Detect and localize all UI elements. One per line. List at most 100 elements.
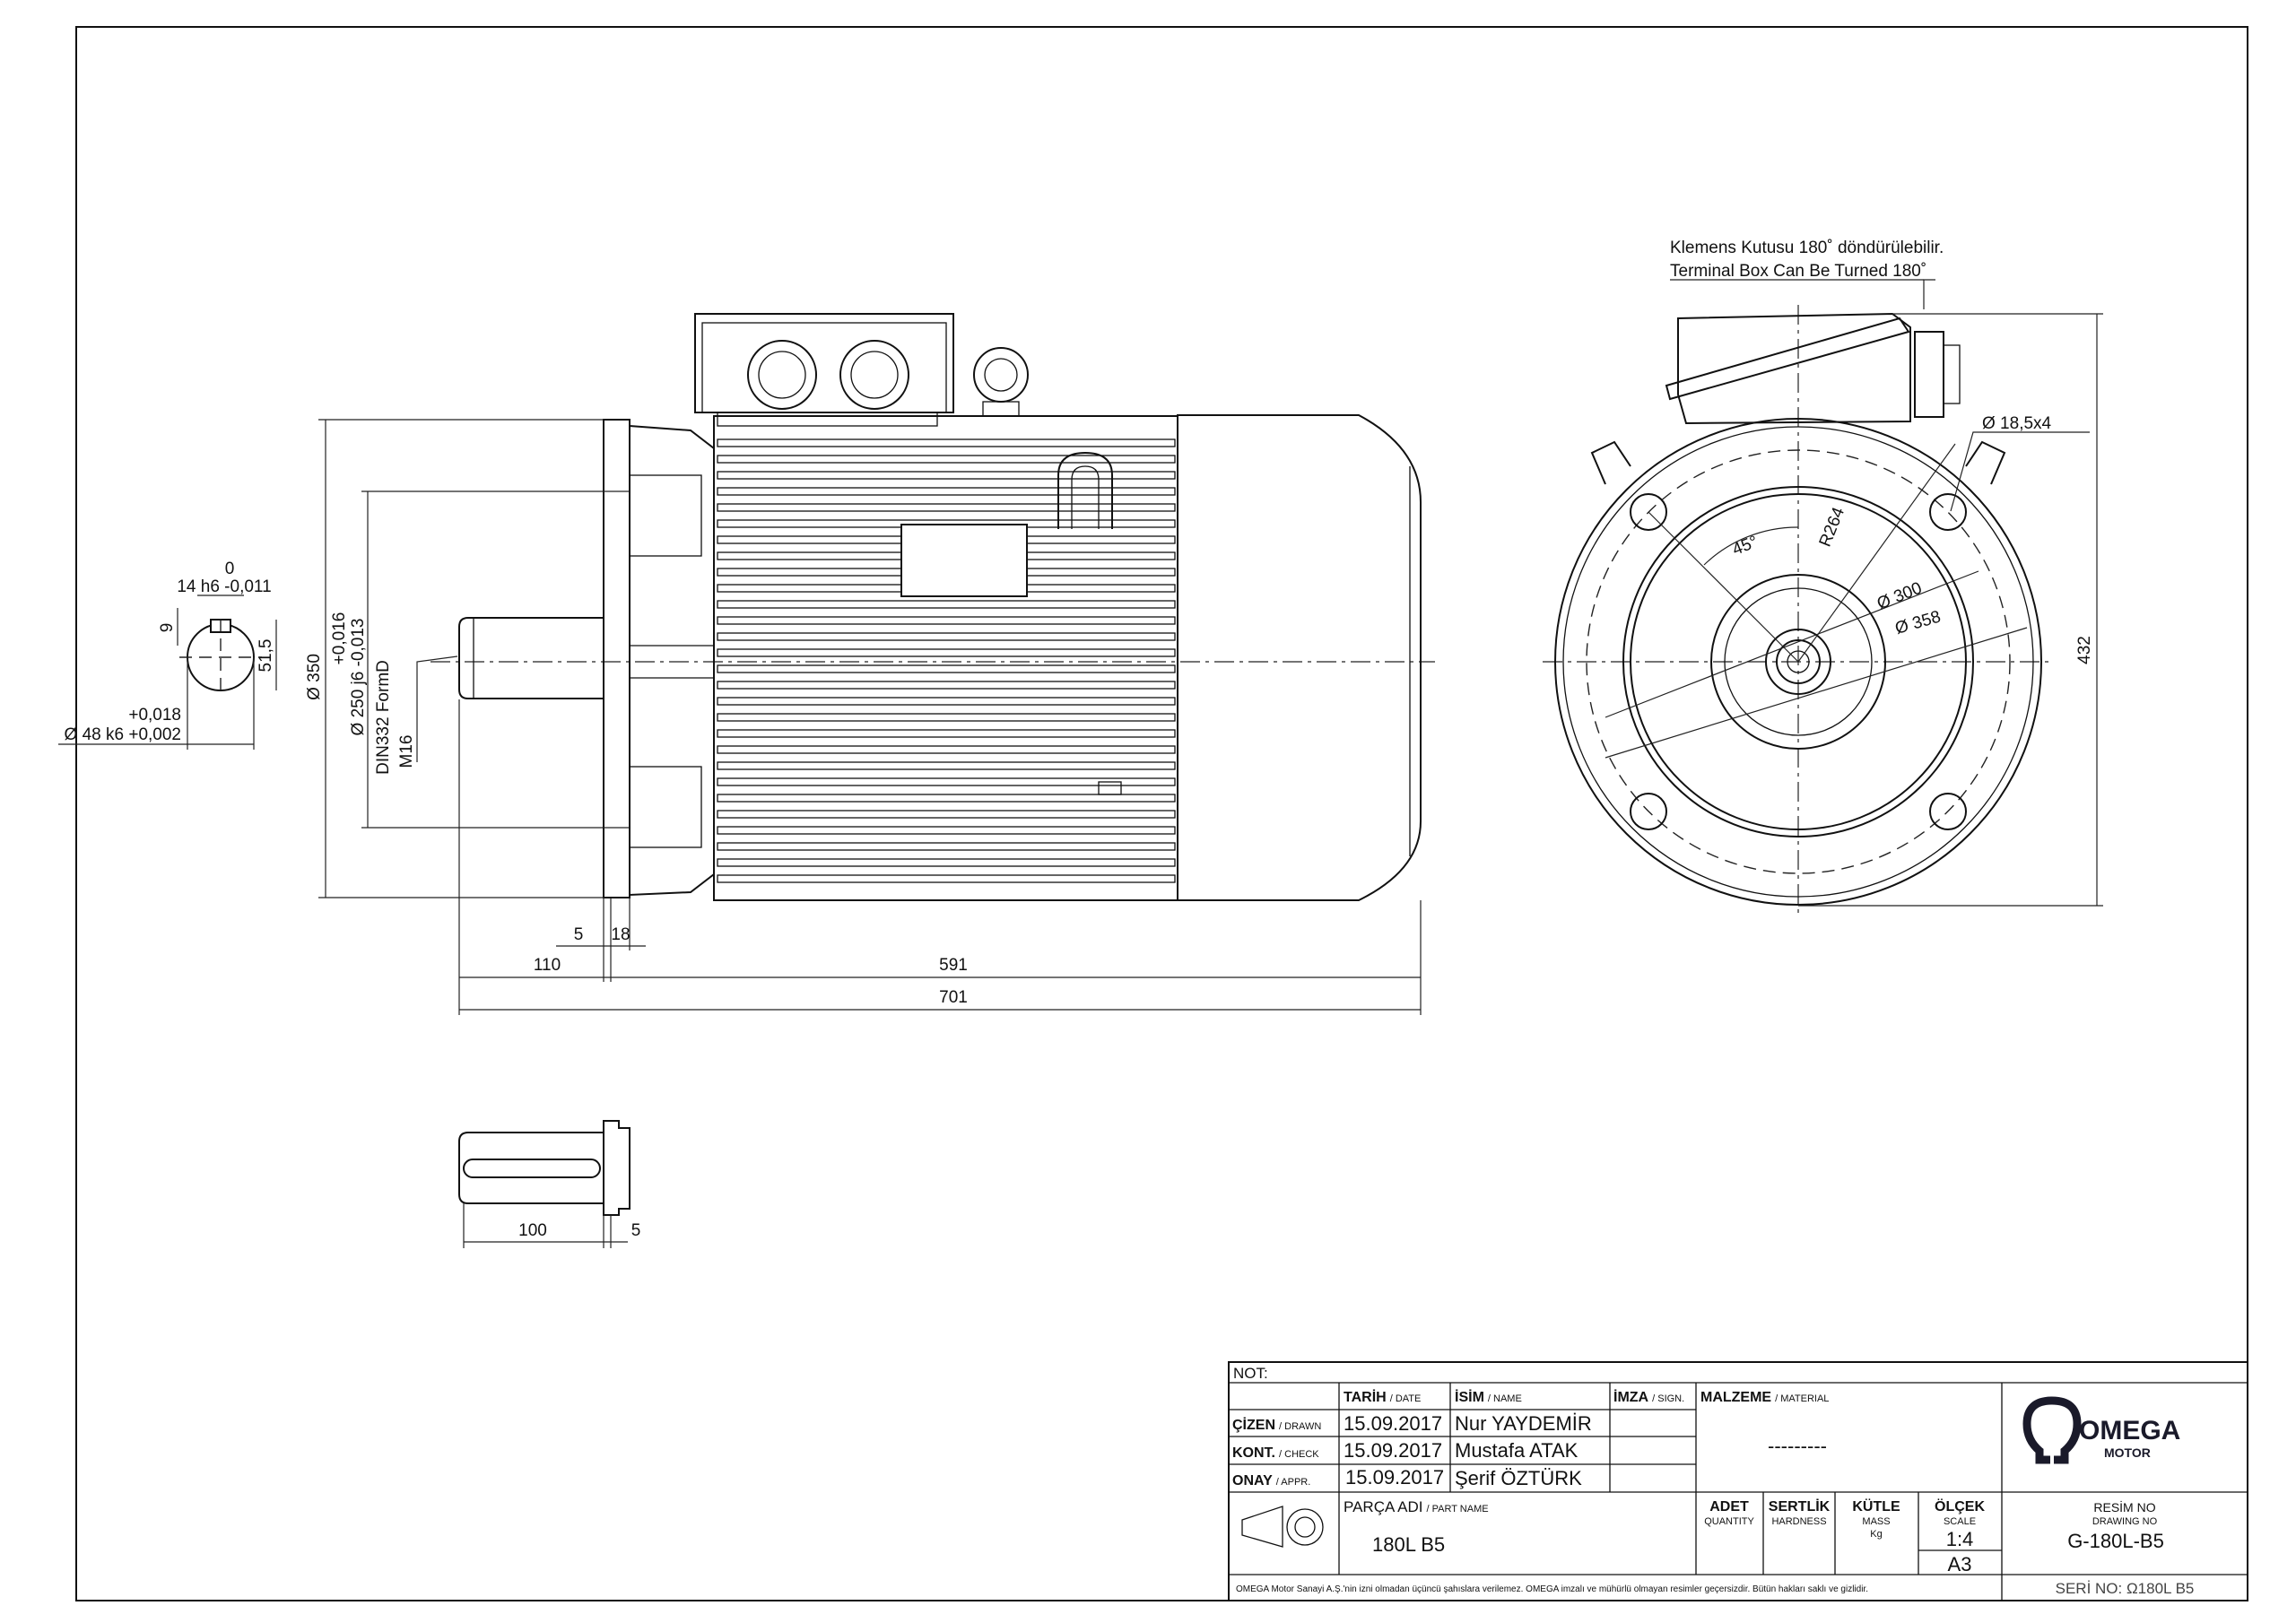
svg-text:ÇİZEN/ DRAWN: ÇİZEN/ DRAWN bbox=[1232, 1417, 1321, 1433]
shaft-height-label: 51,5 bbox=[257, 639, 275, 673]
mass-sub: MASS bbox=[1862, 1516, 1890, 1527]
cooling-fin bbox=[717, 664, 1176, 673]
paper-size: A3 bbox=[1948, 1553, 1972, 1575]
name-plate bbox=[900, 524, 1028, 597]
shaft-end bbox=[1765, 629, 1831, 695]
angle-line bbox=[1648, 511, 1799, 663]
material-header: MALZEME bbox=[1700, 1390, 1771, 1405]
serial-no: SERİ NO: Ω180L B5 bbox=[2056, 1580, 2195, 1597]
cooling-fin bbox=[717, 874, 1176, 883]
check-date: 15.09.2017 bbox=[1344, 1439, 1442, 1462]
material-value: --------- bbox=[1768, 1435, 1827, 1457]
cooling-fin bbox=[717, 648, 1176, 657]
spigot-tol-label: +0,016 bbox=[330, 612, 349, 665]
drawn-label: ÇİZEN bbox=[1232, 1417, 1275, 1433]
projection-symbol-icon bbox=[1241, 1506, 1324, 1548]
flange-dia-label: Ø 350 bbox=[305, 654, 324, 700]
note-line-2: Terminal Box Can Be Turned 180˚ bbox=[1670, 262, 1926, 281]
flange-offset-label: 18 bbox=[611, 925, 630, 944]
side-dimensions: Ø 350 +0,016 Ø 250 j6 -0,013 DIN332 Form… bbox=[305, 419, 1422, 1015]
drawn-sub: DRAWN bbox=[1284, 1421, 1321, 1432]
hole-leader bbox=[1950, 431, 2090, 512]
cooling-fin bbox=[717, 826, 1176, 835]
logo-omega-text: OMEGA bbox=[2079, 1416, 2180, 1445]
qty-label: ADET bbox=[1709, 1499, 1749, 1515]
mount-hole bbox=[1630, 793, 1667, 830]
cooling-fins bbox=[717, 438, 1176, 883]
key-width-label: 14 h6 -0,011 bbox=[177, 577, 271, 596]
drawn-date: 15.09.2017 bbox=[1344, 1412, 1442, 1435]
cooling-fin bbox=[717, 487, 1176, 496]
shaft-section: 0 14 h6 -0,011 9 51,5 +0,018 Ø 48 k6 +0,… bbox=[58, 560, 277, 750]
cooling-fin bbox=[717, 842, 1176, 851]
note-line-1: Klemens Kutusu 180˚ döndürülebilir. bbox=[1670, 239, 1944, 257]
eye-bolt-base bbox=[982, 401, 1020, 417]
angle-label: 45° bbox=[1730, 533, 1761, 560]
cooling-fin bbox=[717, 455, 1176, 464]
scale-value: 1:4 bbox=[1946, 1528, 1974, 1550]
cooling-fin bbox=[717, 681, 1176, 690]
cable-gland bbox=[747, 340, 817, 410]
cooling-fin bbox=[717, 616, 1176, 625]
date-header-sub: DATE bbox=[1396, 1393, 1422, 1404]
drawing-no-label: RESİM NO bbox=[2093, 1499, 2155, 1515]
svg-text:ONAY/ APPR.: ONAY/ APPR. bbox=[1232, 1473, 1310, 1488]
housing-dim-line bbox=[1605, 627, 2028, 759]
center-hole-label: DIN332 FormD bbox=[374, 660, 393, 775]
lifting-ear bbox=[1590, 440, 1631, 485]
lifting-lug-inner bbox=[1071, 465, 1100, 529]
key-depth-label: 9 bbox=[158, 623, 177, 633]
drawing-no-sub: DRAWING NO bbox=[2092, 1516, 2158, 1527]
key-tol-label: 0 bbox=[225, 560, 235, 578]
cooling-fin bbox=[717, 810, 1176, 819]
shaft bbox=[458, 617, 604, 699]
shaft-length-label: 110 bbox=[534, 956, 561, 975]
cable-gland-nut bbox=[1943, 344, 1961, 404]
note-leader bbox=[1923, 279, 1935, 309]
check-label: KONT. bbox=[1232, 1445, 1275, 1461]
shaft-dia-label: Ø 48 k6 +0,002 bbox=[65, 725, 181, 744]
cable-gland-inner bbox=[850, 351, 899, 399]
mount-hole bbox=[1929, 493, 1967, 531]
cooling-fin bbox=[717, 713, 1176, 722]
total-length-label: 701 bbox=[939, 988, 968, 1007]
radius-line bbox=[1797, 443, 1956, 663]
drawn-name: Nur YAYDEMİR bbox=[1455, 1412, 1592, 1435]
scale-sub: SCALE bbox=[1944, 1516, 1976, 1527]
key-offset-label: 5 bbox=[631, 1221, 641, 1240]
terminal-box-front bbox=[1677, 312, 1911, 425]
qty-sub: QUANTITY bbox=[1704, 1516, 1754, 1527]
height-label: 432 bbox=[2075, 636, 2094, 664]
approve-label: ONAY bbox=[1232, 1473, 1273, 1488]
cable-gland-inner bbox=[758, 351, 806, 399]
mass-unit: Kg bbox=[1870, 1529, 1882, 1540]
cooling-fin bbox=[717, 794, 1176, 803]
side-view bbox=[430, 313, 1435, 901]
key-view: 100 5 bbox=[458, 1120, 641, 1248]
flange-stub bbox=[603, 1120, 631, 1216]
fan-cover bbox=[1177, 414, 1422, 901]
sign-header-sub: SIGN. bbox=[1657, 1393, 1684, 1404]
cooling-fin bbox=[717, 471, 1176, 480]
angle-arc bbox=[1703, 526, 1799, 566]
pcd-label: Ø 300 bbox=[1874, 578, 1925, 613]
motor-body bbox=[713, 415, 1178, 901]
cooling-fin bbox=[717, 729, 1176, 738]
logo-motor-text: MOTOR bbox=[2104, 1445, 2151, 1460]
title-block-frame bbox=[1228, 1361, 2248, 1601]
cooling-fin bbox=[717, 600, 1176, 609]
terminal-box bbox=[694, 313, 954, 413]
spigot-circle bbox=[1622, 486, 1974, 838]
key-way bbox=[463, 1159, 601, 1178]
key-length-label: 100 bbox=[518, 1221, 547, 1240]
scale-label: ÖLÇEK bbox=[1935, 1497, 1985, 1515]
center-hole bbox=[1787, 650, 1810, 673]
svg-text:İSİM/ NAME: İSİM/ NAME bbox=[1455, 1389, 1522, 1405]
svg-text:KONT./ CHECK: KONT./ CHECK bbox=[1232, 1445, 1319, 1461]
spigot-circle-inner bbox=[1630, 493, 1967, 830]
body-length-label: 591 bbox=[939, 956, 968, 975]
cooling-fin bbox=[717, 438, 1176, 447]
mass-label: KÜTLE bbox=[1852, 1497, 1900, 1515]
shaft-tol-label: +0,018 bbox=[128, 706, 181, 725]
